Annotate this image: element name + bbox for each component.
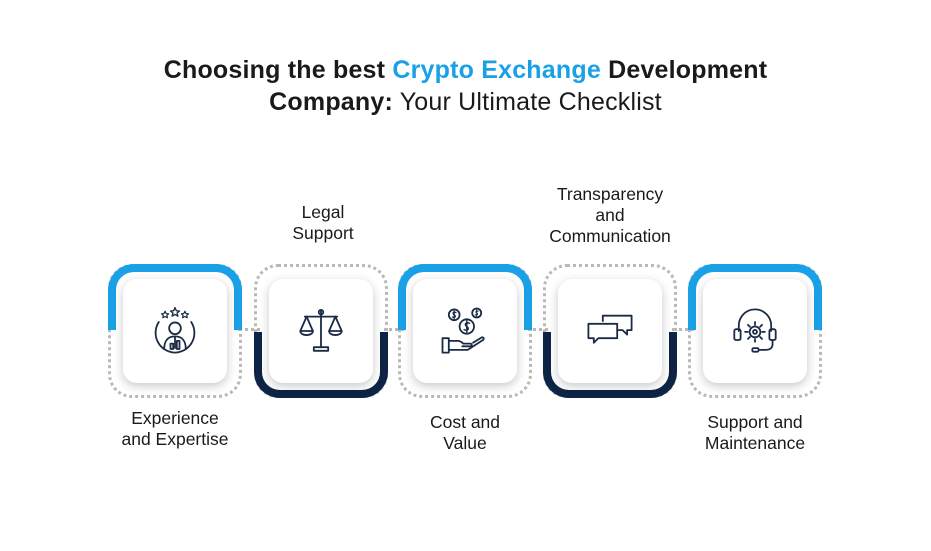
connector-1	[238, 328, 260, 331]
connector-4	[672, 328, 694, 331]
step-2-accent-frame	[254, 332, 388, 398]
connector-3	[528, 328, 548, 331]
expert-user-icon	[154, 306, 196, 354]
title-part3: Company:	[269, 88, 394, 116]
step-4-accent-frame	[543, 332, 677, 398]
page-title: Choosing the best Crypto Exchange Develo…	[0, 54, 931, 118]
step-5-label: Support and Maintenance	[704, 412, 806, 453]
step-1-label: Experience and Expertise	[121, 408, 229, 449]
title-part1: Choosing the best	[163, 56, 393, 84]
scales-icon	[299, 308, 343, 352]
title-accent: Crypto Exchange	[392, 56, 601, 84]
title-part4: Your Ultimate Checklist	[393, 88, 662, 116]
step-4-label: Transparency and Communication	[549, 184, 671, 246]
chat-bubbles-icon	[587, 314, 633, 344]
title-part2: Development	[600, 56, 768, 84]
step-3-card	[413, 279, 517, 383]
step-3-accent-frame	[398, 264, 532, 330]
step-1-card	[123, 279, 227, 383]
connector-2	[384, 328, 404, 331]
step-2-card	[269, 279, 373, 383]
step-1-accent-frame	[108, 264, 242, 330]
step-3-label: Cost and Value	[429, 412, 501, 453]
step-4-card	[558, 279, 662, 383]
step-5-accent-frame	[688, 264, 822, 330]
step-5-card	[703, 279, 807, 383]
coins-hand-icon	[441, 307, 485, 354]
headset-gear-icon	[733, 308, 777, 353]
step-2-label: Legal Support	[292, 202, 354, 243]
